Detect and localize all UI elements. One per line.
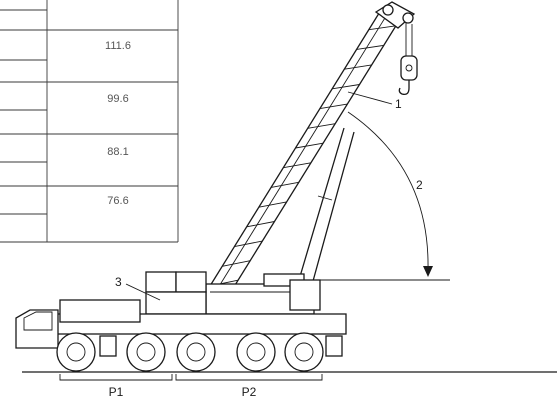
superstructure bbox=[205, 273, 321, 315]
wheel bbox=[284, 332, 324, 372]
hook-block bbox=[398, 22, 418, 96]
driver-cab bbox=[15, 309, 59, 349]
callout-3-leader bbox=[125, 283, 161, 301]
boom-lattice-brace bbox=[258, 201, 287, 208]
crane-boom bbox=[209, 1, 416, 291]
wheel-hub bbox=[294, 342, 314, 362]
boom-lattice-brace bbox=[234, 240, 263, 248]
axle-brackets bbox=[59, 374, 323, 381]
table-value-4: 76.6 bbox=[107, 195, 128, 207]
wheels bbox=[56, 332, 324, 372]
table-value-3: 88.1 bbox=[107, 146, 128, 158]
wheel-hub bbox=[66, 342, 86, 362]
wheel-hub bbox=[246, 342, 266, 362]
boom-angle-arc bbox=[347, 111, 429, 271]
boom-lattice-brace bbox=[332, 84, 360, 90]
boom-lattice-brace bbox=[295, 142, 324, 149]
boom-lattice-brace bbox=[246, 221, 275, 228]
wheel bbox=[236, 332, 276, 372]
callout-1-label: 1 bbox=[395, 97, 402, 111]
boom-lattice-brace bbox=[307, 123, 336, 129]
hook-icon bbox=[398, 80, 410, 96]
wheel-hub bbox=[186, 342, 206, 362]
counterweight bbox=[145, 271, 207, 315]
wheel bbox=[126, 332, 166, 372]
wheel-hub bbox=[136, 342, 156, 362]
wheel bbox=[176, 332, 216, 372]
boom-lattice-brace bbox=[344, 64, 372, 70]
callout-1-leader bbox=[347, 91, 393, 105]
table-value-1: 111.6 bbox=[105, 40, 131, 52]
axle-group-p2-label: P2 bbox=[242, 385, 257, 399]
boom-lattice-brace bbox=[222, 260, 251, 267]
table-value-2: 99.6 bbox=[107, 93, 128, 105]
luffing-cylinder bbox=[295, 127, 355, 293]
callout-3-label: 3 bbox=[115, 275, 122, 289]
boom-lattice-brace bbox=[270, 181, 299, 188]
axle-group-p1-label: P1 bbox=[109, 385, 124, 399]
boom-lattice-brace bbox=[368, 25, 396, 31]
boom-lattice-brace bbox=[319, 103, 348, 110]
boom-lattice-brace bbox=[356, 44, 384, 50]
wheel bbox=[56, 332, 96, 372]
angle-arrow-head bbox=[423, 266, 433, 277]
load-table: 111.6 99.6 88.1 76.6 bbox=[0, 0, 179, 243]
callout-2-label: 2 bbox=[416, 178, 423, 192]
boom-lattice-brace bbox=[283, 162, 312, 169]
